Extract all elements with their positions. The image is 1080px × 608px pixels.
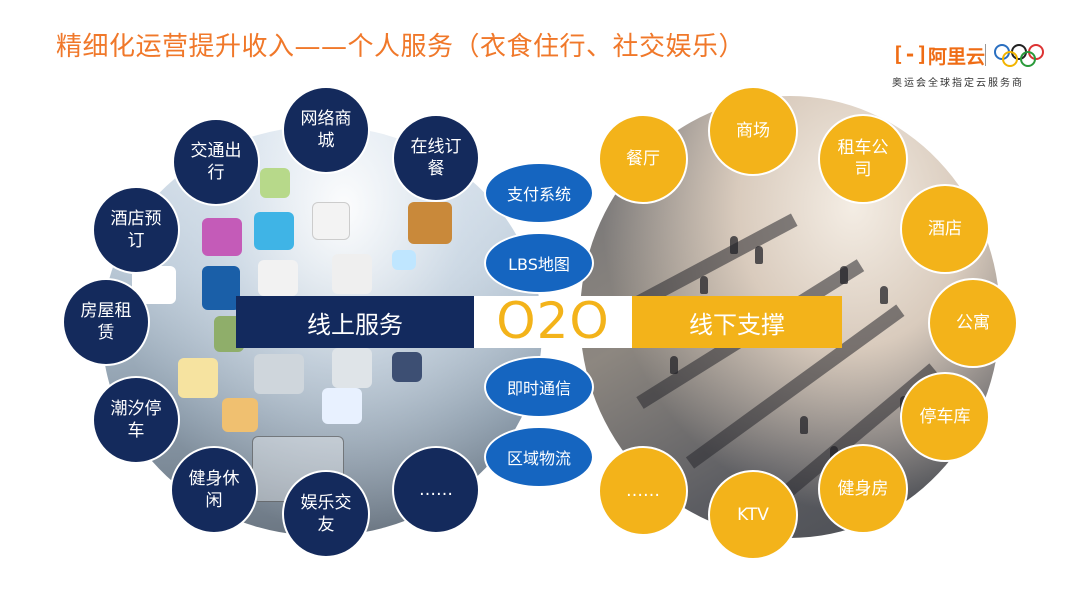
calendar-icon [202,266,240,310]
logo-subtitle: 奥运会全球指定云服务商 [892,78,1024,89]
online-service-tidal-parking: 潮汐停车 [92,376,180,464]
online-service-food-order: 在线订餐 [392,114,480,202]
music-icon [260,168,290,198]
search-globe-icon [254,354,304,394]
percent-icon [322,388,362,424]
offline-service-mall: 商场 [708,86,798,176]
medical-icon [332,348,372,388]
offline-service-hotel: 酒店 [900,184,990,274]
aliyun-logo-name: 阿里云 [928,46,986,68]
middle-service-logistics: 区域物流 [484,426,594,488]
shopper [700,276,708,294]
online-service-fitness: 健身休闲 [170,446,258,534]
aliyun-logo-icon: [-] [892,42,929,66]
hands-icon [222,398,258,432]
online-service-mall: 网络商城 [282,86,370,174]
offline-service-ktv: KTV [708,470,798,560]
shopper [880,286,888,304]
mail-icon [312,202,350,240]
offline-service-more: …… [598,446,688,536]
middle-service-lbs-map: LBS地图 [484,232,594,294]
offline-service-restaurant: 餐厅 [598,114,688,204]
offline-support-label: 线下支撑 [632,296,842,348]
online-service-house-rent: 房屋租赁 [62,278,150,366]
slide-title: 精细化运营提升收入——个人服务（衣食住行、社交娱乐） [56,32,746,62]
aliyun-logo: [-] 阿里云 奥运会全球指定云服务商 [892,40,1052,90]
offline-service-apartment: 公寓 [928,278,1018,368]
olympic-rings-icon [994,44,1044,67]
shopper [730,236,738,254]
middle-service-messaging: 即时通信 [484,356,594,418]
wifi-icon [332,254,372,294]
online-service-social: 娱乐交友 [282,470,370,558]
online-services-label: 线上服务 [236,296,474,348]
lock-icon [392,352,422,382]
weather-icon [254,212,294,250]
online-service-more: …… [392,446,480,534]
o2o-label: O2O [496,292,610,350]
shopper [840,266,848,284]
message-icon [392,250,416,270]
shopper [755,246,763,264]
contacts-icon [202,218,242,256]
logo-separator [985,44,986,66]
shopper [800,416,808,434]
clock-icon [178,358,218,398]
offline-service-car-rental: 租车公司 [818,114,908,204]
chart-icon [408,202,452,244]
online-service-hotel-booking: 酒店预订 [92,186,180,274]
offline-service-parking-garage: 停车库 [900,372,990,462]
offline-service-gym: 健身房 [818,444,908,534]
online-service-traffic: 交通出行 [172,118,260,206]
o2o-band-background [474,296,632,348]
middle-service-payment: 支付系统 [484,162,594,224]
heart-icon [258,260,298,296]
shopper [670,356,678,374]
